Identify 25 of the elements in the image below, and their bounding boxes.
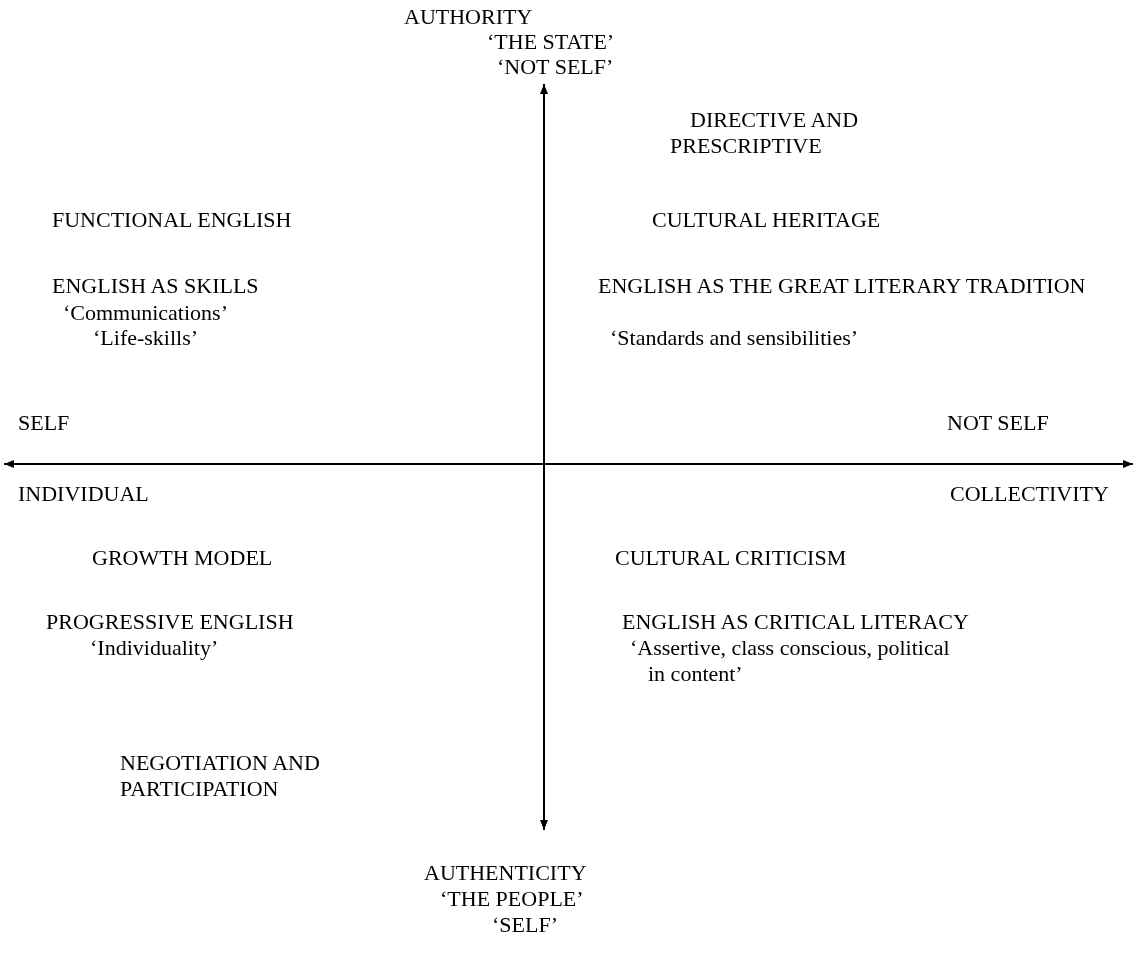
quadrant-note: ‘Assertive, class conscious, political in content’ (630, 635, 951, 687)
quadrant-label: PROGRESSIVE ENGLISH (46, 609, 294, 635)
axis-label: COLLECTIVITY (950, 481, 1109, 507)
quadrant-label: ENGLISH AS SKILLS (52, 273, 259, 299)
quadrant-label: CULTURAL CRITICISM (615, 545, 847, 571)
quadrant-label: DIRECTIVE AND PRESCRIPTIVE (670, 107, 860, 159)
quadrant-label: NEGOTIATION AND PARTICIPATION (120, 750, 321, 802)
quadrant-note: ‘Communications’ (63, 300, 228, 326)
axis-label: ‘THE PEOPLE’ (440, 886, 584, 912)
quadrant-label: CULTURAL HERITAGE (652, 207, 881, 233)
axis-label: ‘THE STATE’ (487, 29, 615, 55)
axis-label: ‘SELF’ (492, 912, 558, 938)
axis-label: SELF (18, 410, 70, 436)
quadrant-label: GROWTH MODEL (92, 545, 273, 571)
axis-label: AUTHENTICITY (424, 860, 587, 886)
quadrant-label: ENGLISH AS THE GREAT LITERARY TRADITION (598, 273, 1087, 299)
quadrant-note: ‘Standards and sensibilities’ (610, 325, 859, 351)
axis-label: ‘NOT SELF’ (497, 54, 614, 80)
quadrant-label: FUNCTIONAL ENGLISH (52, 207, 292, 233)
quadrant-note: ‘Life-skills’ (93, 325, 199, 351)
axis-label: NOT SELF (947, 410, 1049, 436)
axis-label: INDIVIDUAL (18, 481, 149, 507)
quadrant-label: ENGLISH AS CRITICAL LITERACY (622, 609, 969, 635)
axis-label: AUTHORITY (404, 4, 533, 30)
quadrant-note: ‘Individuality’ (90, 635, 219, 661)
